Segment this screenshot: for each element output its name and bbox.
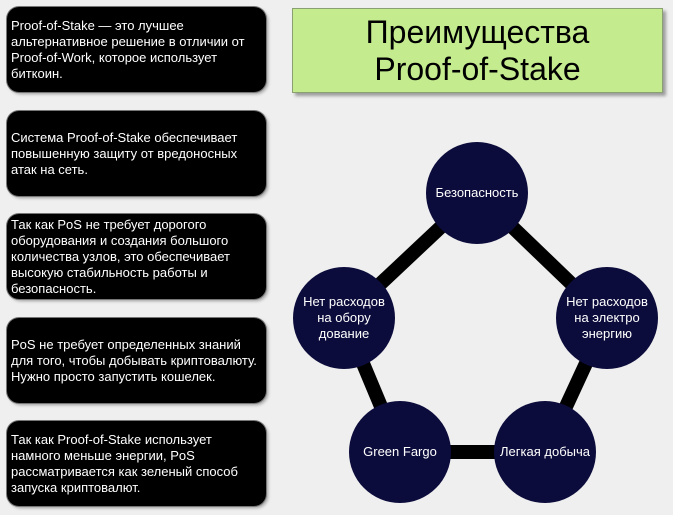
card-text: Proof-of-Stake — это лучшее альтернативн… xyxy=(11,17,245,81)
page-title: Преимущества Proof-of-Stake xyxy=(292,8,663,93)
info-card-easy-mining: PoS не требует определенных знаний для т… xyxy=(7,318,266,403)
info-card-stability: Так как PoS не требует дорогого оборудов… xyxy=(7,214,266,299)
node-security: Безопасность xyxy=(426,142,528,244)
node-label: Безопасность xyxy=(435,185,519,200)
node-label: Green Fargo xyxy=(363,444,437,459)
title-line-2: Proof-of-Stake xyxy=(374,51,581,87)
node-label: Нет расходов на электро энергию xyxy=(566,294,648,341)
info-card-security: Система Proof-of-Stake обеспечивает повы… xyxy=(7,111,266,196)
node-label: Легкая добыча xyxy=(500,444,590,459)
node-no-energy-cost: Нет расходов на электро энергию xyxy=(556,267,658,369)
node-easy-mining: Легкая добыча xyxy=(494,401,596,503)
node-no-hardware-cost: Нет расходов на обору дование xyxy=(293,267,395,369)
info-card-green: Так как Proof-of-Stake использует намног… xyxy=(7,421,266,506)
card-text: Так как Proof-of-Stake использует намног… xyxy=(11,431,238,495)
node-green-fargo: Green Fargo xyxy=(349,401,451,503)
card-text: Так как PoS не требует дорогого оборудов… xyxy=(11,216,230,296)
node-label: Нет расходов на обору дование xyxy=(303,294,385,341)
card-text: Система Proof-of-Stake обеспечивает повы… xyxy=(11,129,238,177)
info-card-alternative: Proof-of-Stake — это лучшее альтернативн… xyxy=(7,7,266,92)
card-text: PoS не требует определенных знаний для т… xyxy=(11,336,257,384)
title-line-1: Преимущества xyxy=(365,14,590,50)
